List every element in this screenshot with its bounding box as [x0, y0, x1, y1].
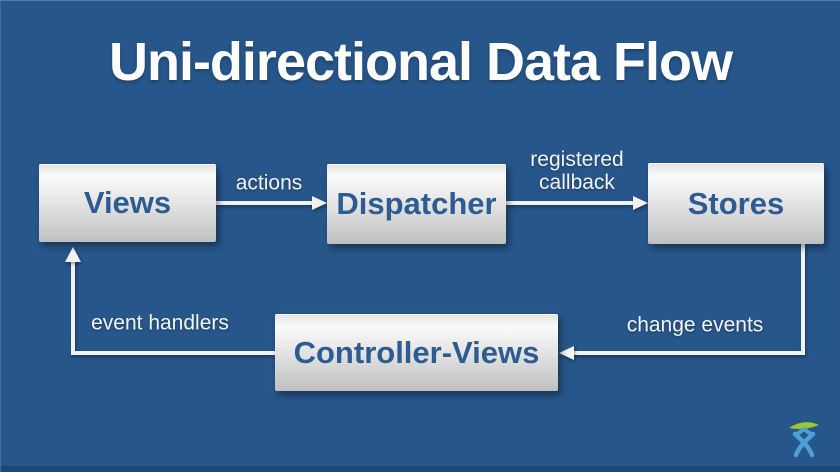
logo-figure-arms: [794, 427, 814, 437]
edge-label-change-events: change events: [626, 313, 764, 337]
edge-label-registered-callback: registered callback: [530, 147, 624, 194]
node-stores: Stores: [648, 163, 824, 244]
arrow-views-to-dispatcher: [216, 196, 327, 210]
logo-green-arc: [789, 422, 819, 429]
atlassian-logo-icon: [789, 422, 819, 458]
arrow-dispatcher-to-stores: [506, 196, 648, 210]
node-dispatcher: Dispatcher: [327, 164, 506, 244]
node-views-label: Views: [83, 185, 172, 220]
node-dispatcher-label: Dispatcher: [336, 186, 497, 221]
edge-label-actions: actions: [235, 171, 303, 195]
edge-label-event-handlers: event handlers: [91, 311, 229, 335]
bottom-edge-strip: [1, 466, 840, 472]
node-controller-views-label: Controller-Views: [293, 334, 540, 370]
node-views: Views: [39, 164, 216, 242]
node-controller-views: Controller-Views: [275, 314, 558, 391]
logo-figure-body-right: [792, 431, 815, 458]
slide-title: Uni-directional Data Flow: [108, 32, 733, 92]
arrow-controller-views-to-views: [65, 247, 275, 355]
arrow-stores-to-controller-views: [559, 244, 805, 360]
node-stores-label: Stores: [687, 185, 785, 221]
